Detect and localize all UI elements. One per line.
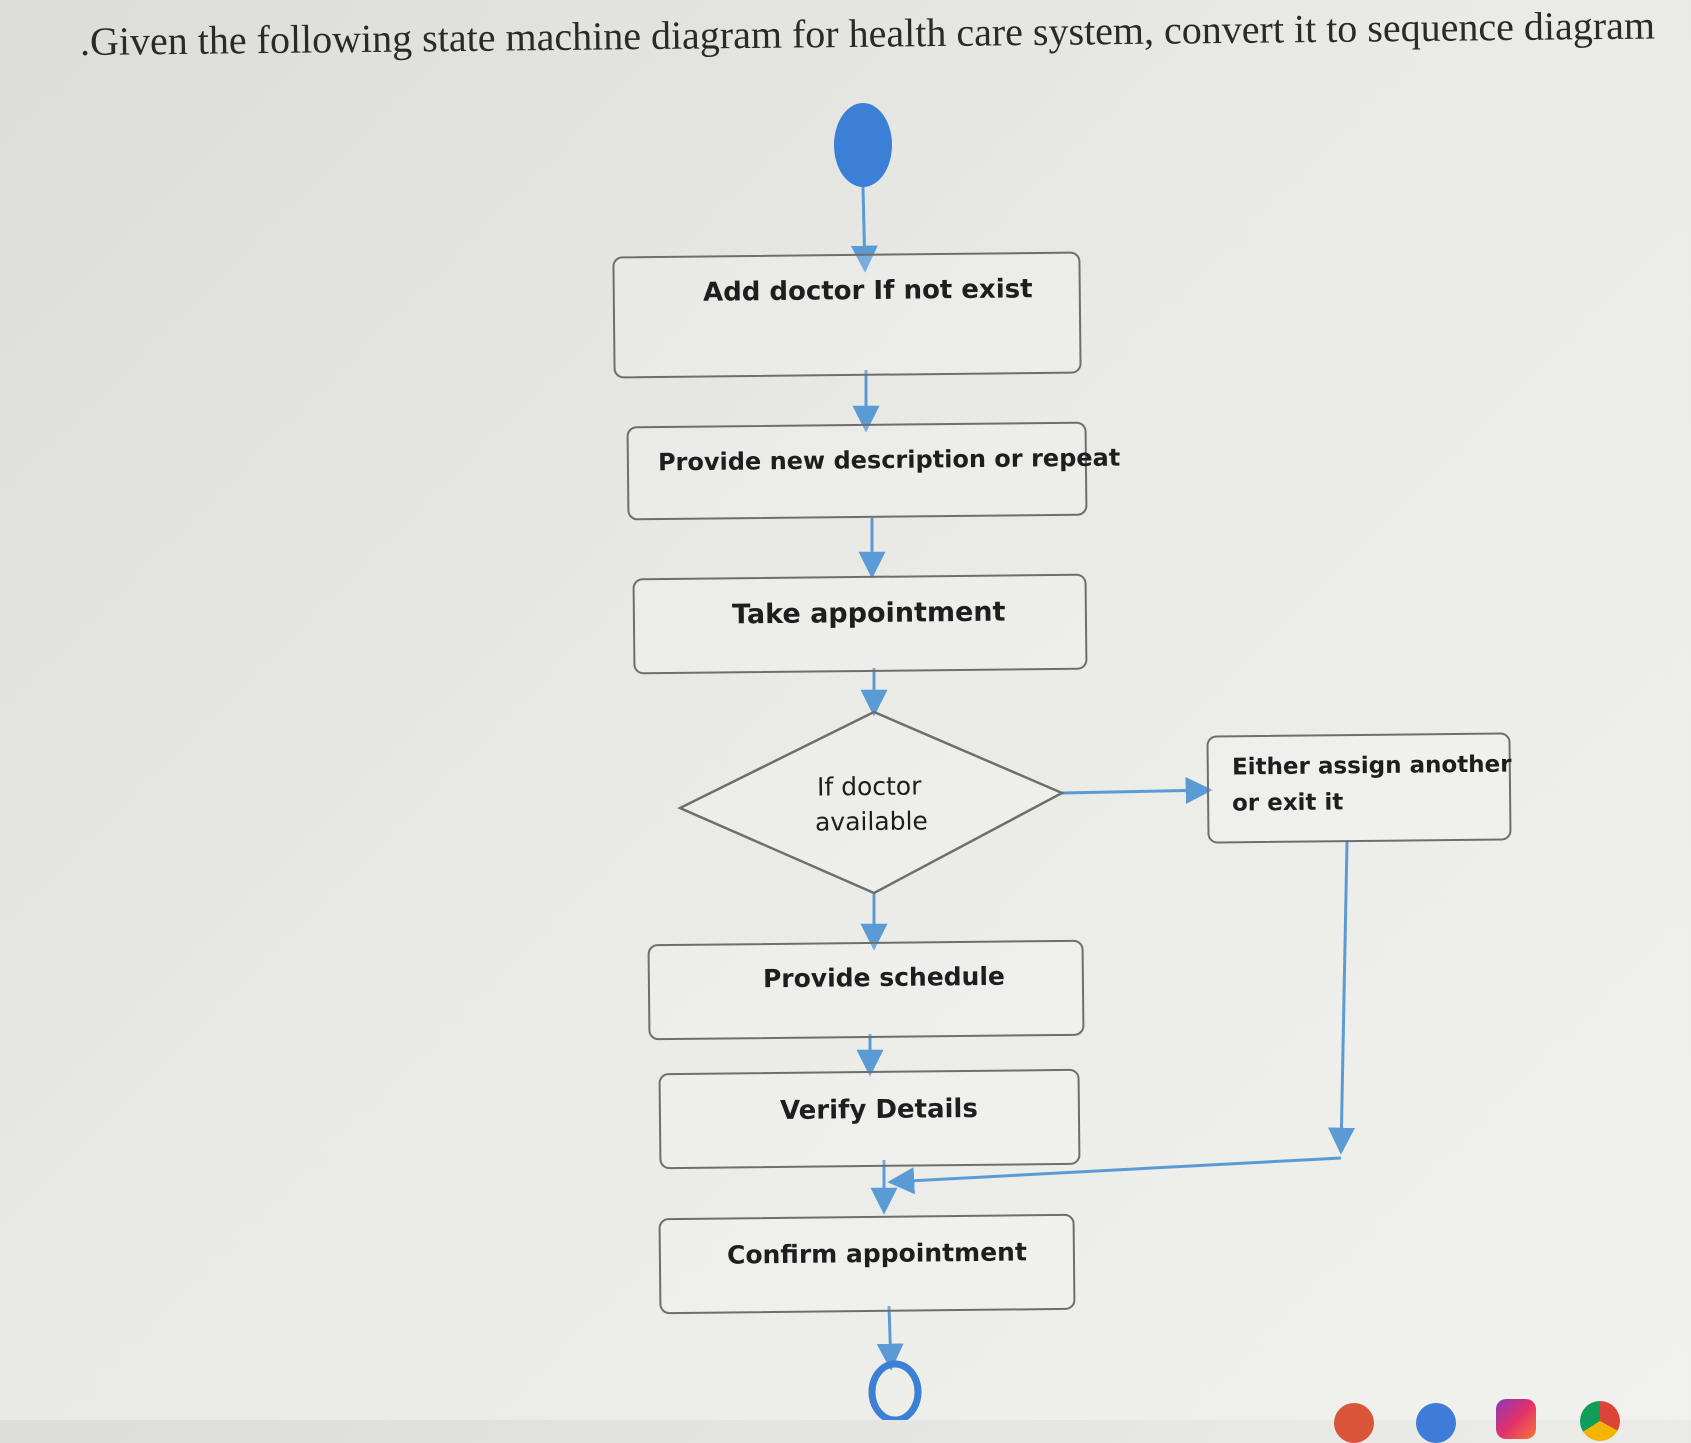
app-icon-blue[interactable] <box>1416 1403 1456 1443</box>
state-either-assign-line1: Either assign another <box>1231 751 1512 781</box>
state-either-assign-line2: or exit it <box>1231 789 1344 817</box>
edge-initial-to-add-doctor <box>850 186 878 273</box>
state-provide-schedule-label: Provide schedule <box>762 961 1006 994</box>
final-node <box>868 1360 922 1420</box>
chrome-icon[interactable] <box>1580 1401 1620 1441</box>
decision-label-line1: If doctor <box>816 771 922 802</box>
decision-diamond <box>677 710 1065 895</box>
state-confirm-appointment-label: Confirm appointment <box>726 1237 1027 1270</box>
state-take-appointment-label: Take appointment <box>731 596 1006 631</box>
state-verify-details-label: Verify Details <box>779 1093 979 1127</box>
edge-either-assign-down <box>1327 841 1355 1155</box>
state-either-assign <box>1206 732 1512 844</box>
taskbar-icons <box>1320 1395 1690 1443</box>
edge-either-assign-return <box>887 1156 1342 1195</box>
app-icon-red[interactable] <box>1334 1403 1374 1443</box>
decision-label-line2: available <box>814 806 928 837</box>
instagram-icon[interactable] <box>1496 1399 1536 1439</box>
state-add-doctor <box>612 251 1082 379</box>
initial-node <box>834 103 892 187</box>
state-provide-description-label: Provide new description or repeat <box>657 443 1121 477</box>
edge-confirm-to-final <box>876 1305 904 1371</box>
state-add-doctor-label: Add doctor If not exist <box>702 274 1033 308</box>
edge-decision-to-either-assign <box>1061 776 1213 804</box>
